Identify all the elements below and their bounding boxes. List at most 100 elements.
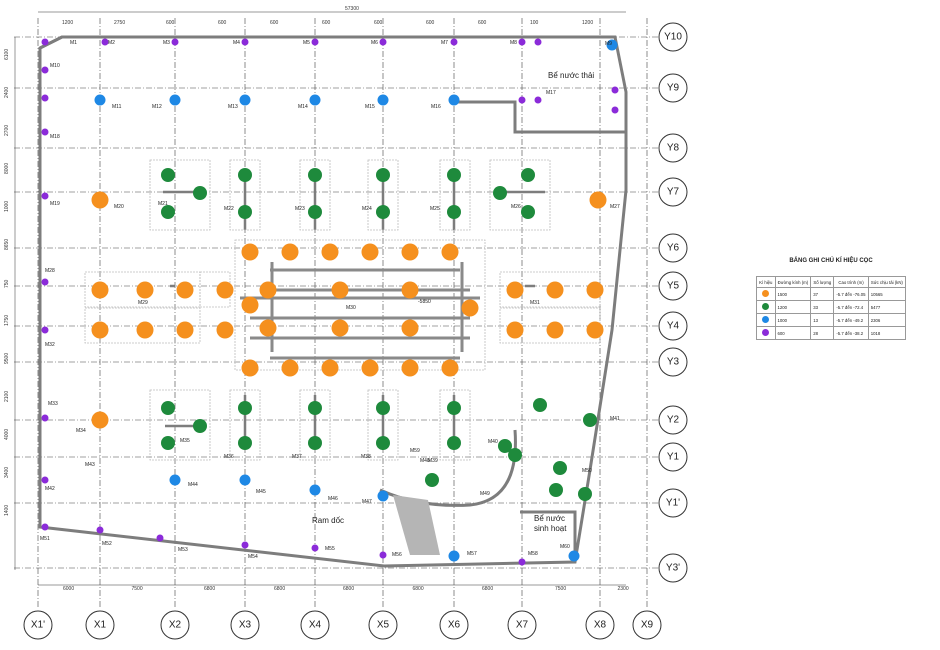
purple-pile-600 xyxy=(450,38,458,46)
legend-title: BẢNG GHI CHÚ KÍ HIỆU CỌC xyxy=(789,258,873,264)
bottom-dimension: 6800 xyxy=(482,586,493,592)
legend-diameter: 1000 xyxy=(774,313,812,327)
pile-mark-label: M28 xyxy=(45,268,55,274)
purple-pile-600 xyxy=(41,476,49,484)
pile-mark-label: M5 xyxy=(303,40,310,46)
y-axis-label: Y1' xyxy=(666,498,680,509)
orange-pile-1500 xyxy=(136,321,154,339)
green-pile-1200 xyxy=(308,436,322,450)
pile-mark-label: M38 xyxy=(361,454,371,460)
purple-pile-600 xyxy=(311,38,319,46)
pile-mark-label: M60 xyxy=(560,544,570,550)
pile-caps xyxy=(84,159,601,461)
pile-mark-label: M15 xyxy=(365,104,375,110)
purple-pile-600 xyxy=(311,544,319,552)
top-dimension: 1200 xyxy=(582,20,593,26)
legend-symbol-cell xyxy=(756,300,776,314)
legend-elevation: -5.7 đến -49.2 xyxy=(833,313,869,327)
y-axis-label: Y4 xyxy=(667,321,680,332)
legend-capacity: 10565 xyxy=(867,287,907,301)
y-axis-label: Y3' xyxy=(666,563,680,574)
pile-mark-label: M45 xyxy=(256,489,266,495)
bottom-dimension: 6800 xyxy=(204,586,215,592)
green-pile-1200 xyxy=(493,186,507,200)
legend-capacity: 2306 xyxy=(867,313,907,327)
left-dimension: 2400 xyxy=(4,87,10,98)
purple-pile-600 xyxy=(379,551,387,559)
orange-pile-1500 xyxy=(589,191,607,209)
pile-mark-label: M18 xyxy=(50,134,60,140)
left-dimension: 8000 xyxy=(4,163,10,174)
purple-pile-600 xyxy=(41,414,49,422)
x-axis-bubble xyxy=(85,610,115,640)
green-pile-1200 xyxy=(425,473,439,487)
pile-legend-table: Kí hiệu Đường kính (m) Số lượng Cao trìn… xyxy=(756,276,907,340)
orange-pile-1500 xyxy=(361,243,379,261)
orange-pile-1500 xyxy=(216,281,234,299)
y-axis-bubble xyxy=(658,553,688,583)
pile-cap-outline xyxy=(299,389,331,461)
pile-mark-label: M33 xyxy=(48,401,58,407)
pile-mark-label: M50 xyxy=(582,468,592,474)
pile-mark-label: M20 xyxy=(114,204,124,210)
pile-mark-label: M52 xyxy=(102,541,112,547)
orange-pile-1500 xyxy=(241,296,259,314)
x-axis-label: X2 xyxy=(169,620,182,631)
overall-dimension: 57300 xyxy=(345,6,359,12)
legend-capacity: 5477 xyxy=(867,300,907,314)
y-axis-bubble xyxy=(658,22,688,52)
orange-pile-1500 xyxy=(506,281,524,299)
top-dimension: 600 xyxy=(270,20,279,26)
top-dimension: 600 xyxy=(166,20,175,26)
blue-pile-1000 xyxy=(568,550,580,562)
pile-mark-label: M57 xyxy=(467,551,477,557)
legend-pile-symbol xyxy=(762,303,770,310)
x-axis-bubble xyxy=(632,610,662,640)
legend-diameter: 1500 xyxy=(774,287,812,301)
x-axis-label: X5 xyxy=(377,620,390,631)
piles xyxy=(41,38,619,566)
x-axis-bubble xyxy=(230,610,260,640)
y-axis-label: Y7 xyxy=(667,187,680,198)
purple-pile-600 xyxy=(518,558,526,566)
bottom-dimension: 6800 xyxy=(413,586,424,592)
legend-count: 37 xyxy=(810,287,835,301)
top-dimension: 600 xyxy=(374,20,383,26)
purple-pile-600 xyxy=(156,534,164,542)
pile-cap-outline xyxy=(367,159,399,231)
blue-pile-1000 xyxy=(448,94,460,106)
x-axis-bubble xyxy=(507,610,537,640)
pile-mark-label: M24 xyxy=(362,206,372,212)
pile-mark-label: M49 xyxy=(480,491,490,497)
orange-pile-1500 xyxy=(91,191,109,209)
x-axis-bubble xyxy=(160,610,190,640)
y-axis-bubble xyxy=(658,488,688,518)
green-pile-1200 xyxy=(533,398,547,412)
legend-header-row: Kí hiệu Đường kính (m) Số lượng Cao trìn… xyxy=(756,276,907,288)
orange-pile-1500 xyxy=(281,243,299,261)
orange-pile-1500 xyxy=(546,281,564,299)
y-axis-bubble xyxy=(658,177,688,207)
pile-mark-label: M37 xyxy=(292,454,302,460)
blue-pile-1000 xyxy=(377,490,389,502)
pile-mark-label: M34 xyxy=(76,428,86,434)
domestic-tank-label-2: sinh hoạt xyxy=(534,524,567,533)
purple-pile-600 xyxy=(611,106,619,114)
pile-mark-label: M56 xyxy=(392,552,402,558)
legend-pile-symbol xyxy=(762,316,770,323)
y-axis-label: Y9 xyxy=(667,83,680,94)
pile-mark-label: M10 xyxy=(50,63,60,69)
left-dimension: 750 xyxy=(4,279,10,288)
orange-pile-1500 xyxy=(586,281,604,299)
legend-diameter: 1200 xyxy=(774,300,812,314)
x-axis-label: X4 xyxy=(309,620,322,631)
green-pile-1200 xyxy=(238,401,252,415)
green-pile-1200 xyxy=(508,448,522,462)
blue-pile-1000 xyxy=(169,94,181,106)
green-pile-1200 xyxy=(161,205,175,219)
pile-mark-label: M14 xyxy=(298,104,308,110)
purple-pile-600 xyxy=(41,94,49,102)
